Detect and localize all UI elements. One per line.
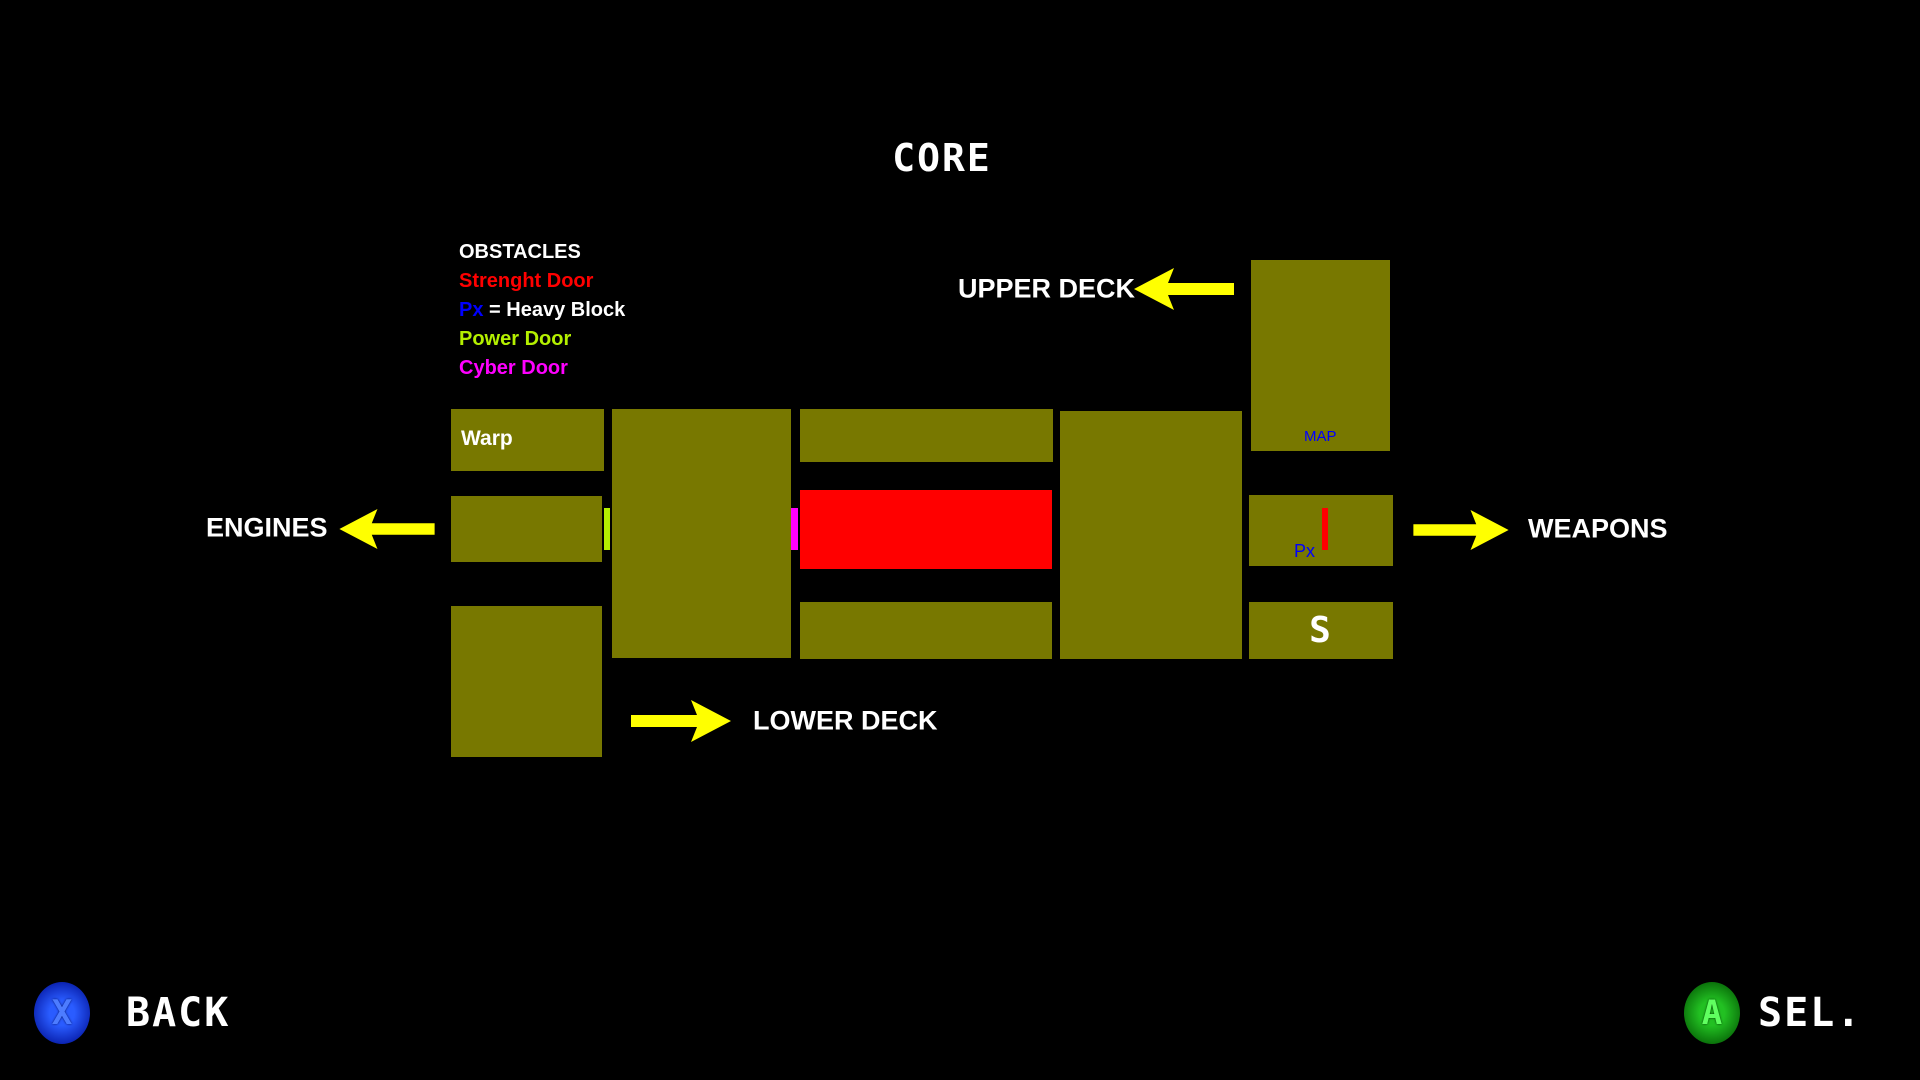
exit-engines-label: ENGINES (206, 512, 328, 543)
heavy-block-label: Px (1294, 541, 1316, 561)
power-door (604, 508, 610, 550)
room-save[interactable]: S (1249, 602, 1393, 659)
select-label: SEL. (1758, 990, 1863, 1036)
room-map[interactable]: MAP (1251, 260, 1390, 451)
a-button-icon: A (1684, 982, 1740, 1044)
room-east-hall[interactable] (1060, 411, 1242, 659)
legend-cyber-door: Cyber Door (459, 357, 568, 379)
exit-upper-deck-label: UPPER DECK (958, 273, 1136, 304)
arrow-right-icon[interactable] (629, 700, 733, 742)
arrow-left-icon[interactable] (338, 509, 436, 549)
legend-heavy-block: Px = Heavy Block (459, 296, 625, 325)
a-button-glyph: A (1701, 993, 1723, 1033)
exit-weapons-label: WEAPONS (1528, 513, 1668, 544)
save-point-label: S (1309, 610, 1333, 651)
room-south-corridor[interactable] (800, 602, 1052, 659)
arrow-left-icon[interactable] (1134, 268, 1234, 310)
back-label: BACK (126, 990, 231, 1036)
arrow-right-icon[interactable] (1412, 510, 1510, 550)
legend-heavy-block-label: = Heavy Block (489, 299, 626, 321)
exit-lower-deck-label: LOWER DECK (753, 705, 938, 736)
room-lower-left[interactable] (451, 606, 602, 757)
x-button-icon: X (34, 982, 90, 1044)
legend-power-door: Power Door (459, 328, 572, 350)
strength-door (1322, 508, 1328, 550)
legend-heavy-block-symbol: Px (459, 299, 484, 321)
legend-heading: OBSTACLES (459, 241, 581, 263)
room-west-hall[interactable] (612, 409, 791, 658)
legend-strength-door: Strenght Door (459, 270, 594, 292)
strength-door-block[interactable] (800, 490, 1052, 569)
room-engine-access[interactable] (451, 496, 602, 562)
room-map-label: MAP (1304, 428, 1337, 445)
cyber-door (791, 508, 798, 550)
x-button-glyph: X (51, 993, 73, 1033)
map-title: CORE (892, 136, 992, 180)
room-north-corridor[interactable] (800, 409, 1053, 462)
room-warp-label: Warp (461, 427, 513, 450)
room-heavy-block[interactable]: Px (1249, 495, 1393, 566)
obstacles-legend: OBSTACLES Strenght Door Px = Heavy Block… (459, 238, 625, 383)
room-warp[interactable]: Warp (451, 409, 604, 471)
